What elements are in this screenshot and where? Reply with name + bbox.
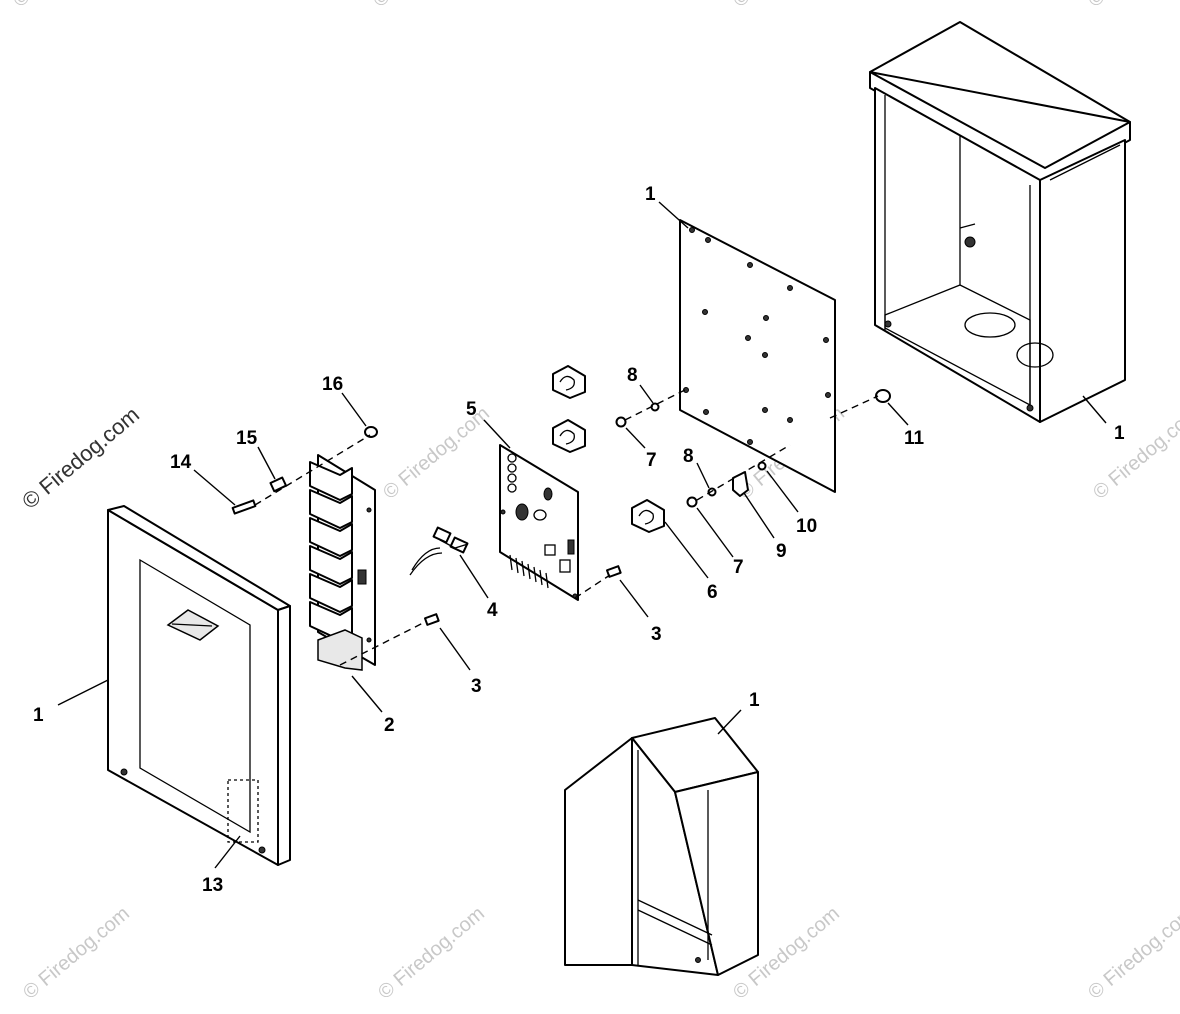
callout-4: 4 (487, 600, 498, 621)
watermark-tr: © Firedog.com (729, 0, 844, 12)
callout-14: 14 (170, 452, 192, 473)
control-board (499, 444, 579, 601)
callout-3-right: 3 (651, 624, 662, 645)
bushing-11 (875, 389, 891, 403)
callout-8-upper: 8 (627, 365, 638, 386)
callout-6: 6 (707, 582, 718, 603)
watermark-bm: © Firedog.com (374, 902, 489, 1003)
watermark-tr2: © Firedog.com (1084, 0, 1180, 12)
watermark-tm: © Firedog.com (369, 0, 484, 12)
nut-16 (364, 426, 378, 438)
wire-harness (409, 526, 469, 576)
callout-5: 5 (466, 399, 477, 420)
callout-3-left: 3 (471, 676, 482, 697)
front-door (107, 505, 291, 866)
callout-1-enclosure-bottom: 1 (749, 690, 760, 711)
assembly-lines (254, 389, 879, 666)
relay-stack (309, 461, 372, 671)
board-components (500, 453, 578, 599)
washer-10 (757, 461, 767, 471)
screw-14 (231, 499, 257, 515)
callout-1-door: 1 (33, 705, 44, 726)
callout-13: 13 (202, 875, 223, 896)
callout-1-panel: 1 (645, 184, 656, 205)
nut-upper (615, 416, 627, 428)
washer-lower (707, 487, 717, 497)
callout-16: 16 (322, 374, 343, 395)
screw-3-right (605, 565, 622, 578)
back-panel (679, 219, 836, 493)
enclosure-bottom (564, 717, 759, 976)
watermark-main: © Firedog.com (17, 402, 144, 514)
spacer-15 (269, 476, 288, 493)
ground-lug-9 (732, 471, 749, 497)
callout-leaders (57, 201, 1107, 869)
callout-2: 2 (384, 715, 395, 736)
relay-board (309, 454, 376, 671)
nut-lower (686, 496, 698, 508)
watermark-bl: © Firedog.com (19, 902, 134, 1003)
watermark-br2: © Firedog.com (1084, 902, 1180, 1003)
watermark-tl: © Firedog.com (9, 0, 124, 12)
enclosure-open-box (869, 21, 1131, 423)
callouts: 1 1 1 1 2 3 3 4 5 6 7 7 8 8 9 10 11 13 1… (33, 184, 1125, 896)
callout-8-lower: 8 (683, 446, 694, 467)
wire-clips (552, 365, 665, 533)
screw-3-left (423, 613, 440, 626)
callout-1-enclosure-side: 1 (1114, 423, 1125, 444)
panel-mounting-holes (683, 227, 831, 445)
callout-7-upper: 7 (646, 450, 657, 471)
callout-10: 10 (796, 516, 817, 537)
callout-9: 9 (776, 541, 787, 562)
callout-7-lower: 7 (733, 557, 744, 578)
callout-11: 11 (904, 428, 925, 449)
watermark-mid-left: © Firedog.com (379, 402, 494, 503)
watermark-right: © Firedog.com (1089, 402, 1180, 503)
callout-15: 15 (236, 428, 258, 449)
